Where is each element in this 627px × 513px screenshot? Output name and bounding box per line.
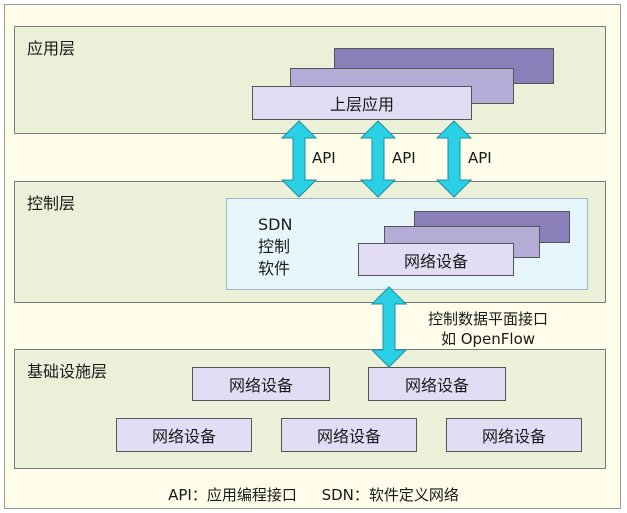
api-label: API [312,149,336,167]
api-label: API [468,149,492,167]
sdn-label-line: 控制 [258,237,291,256]
network-device-box: 网络设备 [368,367,506,401]
control-device-box: 网络设备 [358,243,514,276]
openflow-arrow [370,286,408,368]
network-device-label: 网络设备 [481,427,546,446]
network-device-label: 网络设备 [316,427,381,446]
legend: API：应用编程接口 SDN：软件定义网络 [0,484,627,505]
legend-api: API：应用编程接口 [168,486,297,504]
application-layer-title: 应用层 [27,39,76,58]
network-device-box: 网络设备 [116,418,252,452]
network-device-label: 网络设备 [404,376,469,395]
upper-app-label: 上层应用 [329,95,394,114]
network-device-label: 网络设备 [151,427,216,446]
legend-sdn: SDN：软件定义网络 [321,486,459,504]
network-device-box: 网络设备 [281,418,417,452]
interface-label-line: 控制数据平面接口 [427,310,548,328]
api-label: API [392,149,416,167]
network-device-label: 网络设备 [228,376,293,395]
sdn-control-software-label: SDN 控制 软件 [258,214,318,280]
network-device-box: 网络设备 [192,367,330,401]
control-layer-title: 控制层 [27,194,76,213]
sdn-label-line: SDN [258,215,293,234]
upper-app-box: 上层应用 [252,86,472,120]
network-device-box: 网络设备 [446,418,582,452]
infrastructure-layer-title: 基础设施层 [27,362,108,381]
api-arrow-right [435,120,473,198]
sdn-label-line: 软件 [258,259,291,278]
api-arrow-left [280,120,318,198]
api-arrow-middle [359,120,397,198]
interface-label-line: 如 OpenFlow [440,330,536,348]
control-device-label: 网络设备 [403,251,468,271]
control-data-plane-interface-label: 控制数据平面接口 如 OpenFlow [404,309,572,349]
